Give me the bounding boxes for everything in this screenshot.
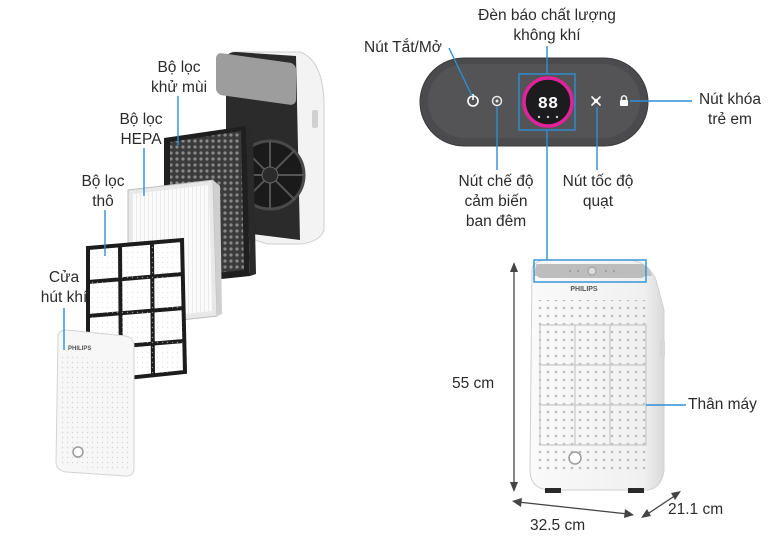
display-digits: 88 — [538, 95, 558, 114]
label-night-mode: Nút chế độ cảm biến ban đêm — [450, 172, 542, 232]
label-fan-speed: Nút tốc độ quạt — [552, 172, 644, 212]
label-body: Thân máy — [688, 395, 757, 415]
label-odor-filter: Bộ lọc khử mùi — [148, 58, 210, 98]
label-power-button: Nút Tắt/Mở — [364, 38, 442, 58]
label-child-lock: Nút khóa trẻ em — [692, 90, 768, 130]
label-coarse-filter: Bộ lọc thô — [72, 172, 134, 212]
label-air-quality-light: Đèn báo chất lượng không khí — [460, 6, 634, 46]
label-intake-cover: Cửa hút khí — [32, 268, 96, 308]
purifier-body: PHILIPS — [530, 260, 665, 493]
intake-brand: PHILIPS — [68, 346, 91, 352]
label-hepa-filter: Bộ lọc HEPA — [110, 110, 172, 150]
intake-cover: PHILIPS — [56, 330, 134, 476]
control-panel: 88 — [420, 58, 648, 146]
dimension-height: 55 cm — [452, 374, 494, 394]
body-brand: PHILIPS — [570, 286, 598, 293]
air-quality-display: 88 — [524, 78, 572, 126]
dimension-depth: 21.1 cm — [668, 500, 723, 520]
width-arrow — [518, 502, 628, 514]
dimension-width: 32.5 cm — [530, 516, 585, 536]
